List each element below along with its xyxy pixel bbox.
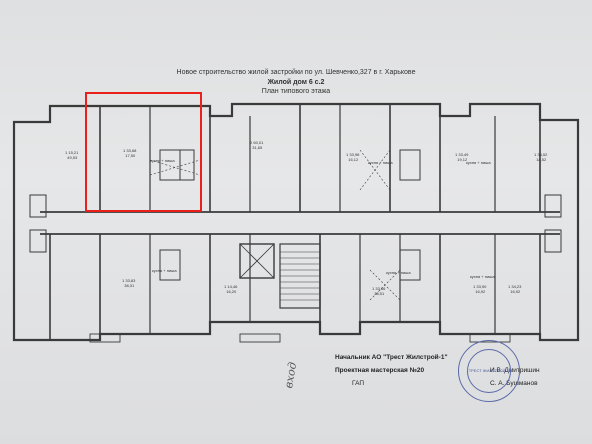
room-label: кухня + ниша xyxy=(466,160,491,165)
apartment-label: 1 33,68 17,50 xyxy=(123,148,137,158)
apartment-label: 1 33,66 38,51 xyxy=(372,286,386,296)
room-label: кухня + ниша xyxy=(150,158,175,163)
stamp-role-2: Проектная мастерская №20 xyxy=(335,367,425,374)
building-name: Жилой дом 6 с.2 xyxy=(267,79,325,86)
room-label: кухня + ниша xyxy=(368,160,393,165)
stamp-role-3: ГАП xyxy=(352,380,365,387)
room-label: кухня + ниша xyxy=(152,268,177,273)
apartment-label: 2 60,01 31,65 xyxy=(250,140,264,150)
apartment-label: 1 14,46 16,20 xyxy=(224,284,238,294)
apartment-label: 1 34,52 18,52 xyxy=(534,152,548,162)
room-label: кухня + ниша xyxy=(386,270,411,275)
apartment-label: 1 33,83 38,31 xyxy=(122,278,136,288)
document-title: Новое строительство жилой застройки по у… xyxy=(176,69,416,76)
apartment-label: 1 33,98 16,12 xyxy=(346,152,360,162)
apartment-label: 1 33,49 19,12 xyxy=(455,152,469,162)
apartment-label: 1 34,23 16,92 xyxy=(508,284,522,294)
company-seal: ТРЕСТ ЖИЛСТРОЙ-1 xyxy=(458,340,520,402)
apartment-label: 1 15,21 49,53 xyxy=(65,150,79,160)
highlighted-apartment-frame xyxy=(85,92,202,212)
plan-caption: План типового этажа xyxy=(261,88,331,95)
room-label: кухня + ниша xyxy=(470,274,495,279)
apartment-label: 1 33,90 16,92 xyxy=(473,284,487,294)
stamp-role-1: Начальник АО "Трест Жилстрой-1" xyxy=(335,354,448,361)
